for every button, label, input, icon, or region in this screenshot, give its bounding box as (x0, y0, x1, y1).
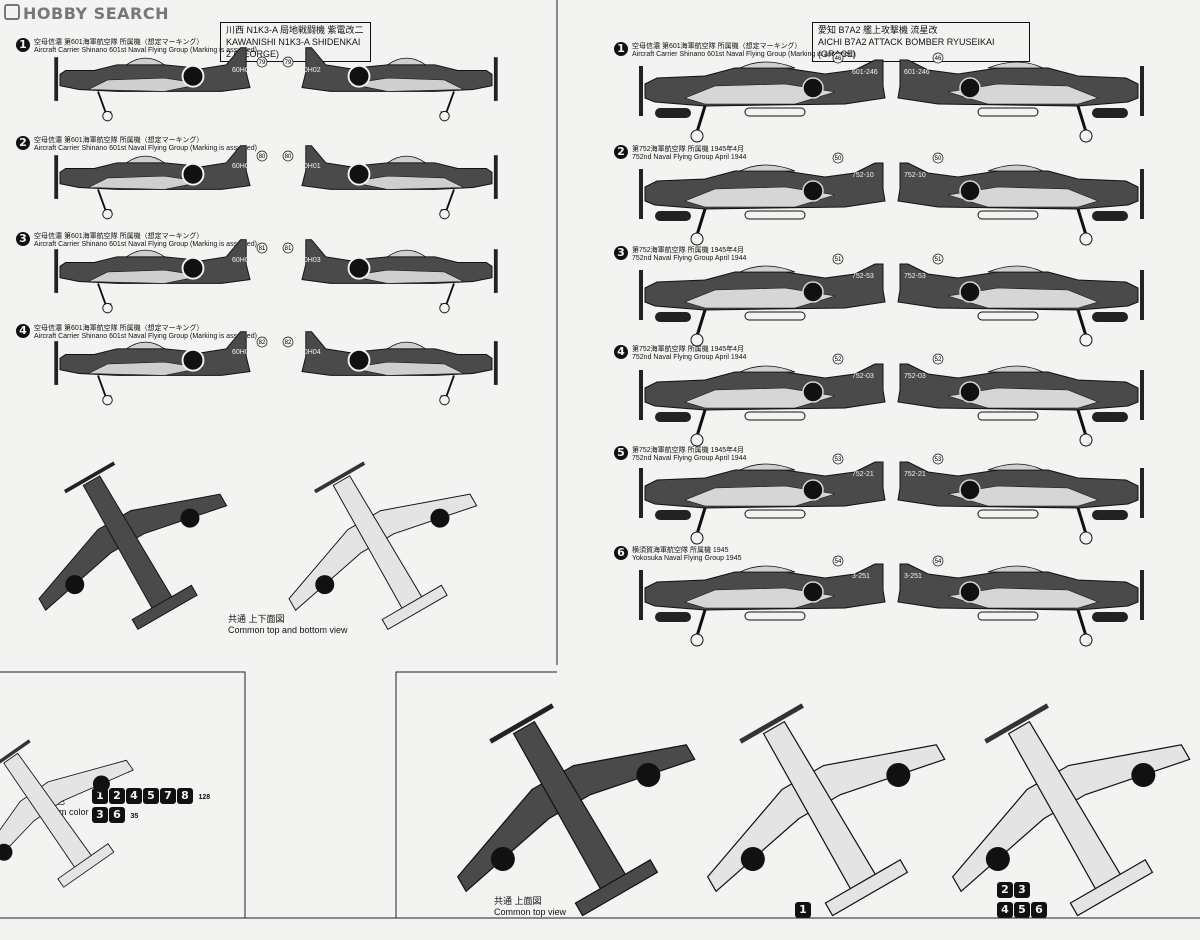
svg-text:752-10: 752-10 (904, 172, 926, 179)
left-common-caption: 共通 上下面図 Common top and bottom view (228, 614, 348, 635)
decal-callouts: 79 79 80 80 81 81 82 82 46 46 50 50 51 5… (256, 52, 944, 567)
color-code: 128 (198, 794, 211, 801)
svg-text:81: 81 (285, 246, 292, 252)
left-variant-1: 1 空母信濃 第601海軍航空隊 所属機（想定マーキング）Aircraft Ca… (16, 38, 257, 54)
svg-text:53: 53 (835, 457, 842, 463)
right-common-caption: 共通 上面図 Common top view (494, 896, 567, 917)
right-variant-1: 1 空母信濃 第601海軍航空隊 所属機（想定マーキング）Aircraft Ca… (614, 42, 855, 58)
logo-icon (4, 4, 20, 20)
left-title-jp: 川西 N1K3-A 局地戦闘機 紫電改二 (226, 25, 364, 35)
tail-codes: 60H02 60H02 60H01 60H01 60H03 60H03 60H0… (232, 67, 930, 580)
svg-text:3-251: 3-251 (904, 573, 922, 580)
svg-text:60H02: 60H02 (232, 67, 253, 74)
variant-number: 1 (16, 38, 30, 52)
svg-text:79: 79 (259, 60, 266, 66)
variant-number: 4 (614, 345, 628, 359)
svg-text:80: 80 (259, 154, 266, 160)
right-panel-frame-left (395, 671, 557, 918)
svg-text:79: 79 (285, 60, 292, 66)
left-variant-2: 2 空母信濃 第601海軍航空隊 所属機（想定マーキング）Aircraft Ca… (16, 136, 257, 152)
svg-text:50: 50 (835, 156, 842, 162)
svg-text:752-53: 752-53 (852, 273, 874, 280)
svg-text:60H03: 60H03 (300, 257, 321, 264)
right-title-jp: 愛知 B7A2 艦上攻撃機 流星改 (818, 25, 938, 35)
svg-text:81: 81 (259, 246, 266, 252)
svg-text:60H03: 60H03 (232, 257, 253, 264)
svg-text:53: 53 (935, 457, 942, 463)
ryusei-profiles (637, 58, 1146, 648)
svg-text:51: 51 (935, 257, 942, 263)
svg-text:50: 50 (935, 156, 942, 162)
variant-number: 2 (614, 145, 628, 159)
svg-text:752-21: 752-21 (904, 471, 926, 478)
variant-number: 6 (614, 546, 628, 560)
svg-text:60H04: 60H04 (232, 349, 253, 356)
color-code: 35 (130, 813, 139, 820)
svg-text:752-03: 752-03 (904, 373, 926, 380)
svg-text:601-246: 601-246 (852, 69, 878, 76)
svg-text:82: 82 (285, 340, 292, 346)
shiden-top-views (0, 422, 509, 924)
hobby-search-logo: HOBBY SEARCH (4, 4, 169, 23)
svg-text:82: 82 (259, 340, 266, 346)
variant-number: 3 (16, 232, 30, 246)
svg-text:60H02: 60H02 (300, 67, 321, 74)
svg-text:3-251: 3-251 (852, 573, 870, 580)
variant-number: 5 (614, 446, 628, 460)
svg-text:54: 54 (935, 559, 942, 565)
svg-text:54: 54 (835, 559, 842, 565)
svg-text:60H01: 60H01 (232, 163, 253, 170)
svg-text:46: 46 (935, 56, 942, 62)
svg-text:752-21: 752-21 (852, 471, 874, 478)
left-title-en: KAWANISHI N1K3-A SHIDENKAI 2 (GEORGE) (226, 37, 361, 59)
svg-text:60H04: 60H04 (300, 349, 321, 356)
variant-number: 1 (614, 42, 628, 56)
svg-text:52: 52 (835, 357, 842, 363)
svg-text:52: 52 (935, 357, 942, 363)
svg-text:601-246: 601-246 (904, 69, 930, 76)
ryusei-top-views (405, 654, 1200, 940)
left-variant-4: 4 空母信濃 第601海軍航空隊 所属機（想定マーキング）Aircraft Ca… (16, 324, 257, 340)
svg-text:60H01: 60H01 (300, 163, 321, 170)
svg-text:752-03: 752-03 (852, 373, 874, 380)
left-variant-3: 3 空母信濃 第601海軍航空隊 所属機（想定マーキング）Aircraft Ca… (16, 232, 257, 248)
left-panel-frame (0, 671, 246, 918)
variant-number: 3 (614, 246, 628, 260)
shiden-profiles (53, 46, 499, 406)
variant-number: 2 (16, 136, 30, 150)
svg-text:51: 51 (835, 257, 842, 263)
svg-text:752-10: 752-10 (852, 172, 874, 179)
svg-text:80: 80 (285, 154, 292, 160)
svg-text:46: 46 (835, 56, 842, 62)
variant-number: 4 (16, 324, 30, 338)
svg-text:752-53: 752-53 (904, 273, 926, 280)
